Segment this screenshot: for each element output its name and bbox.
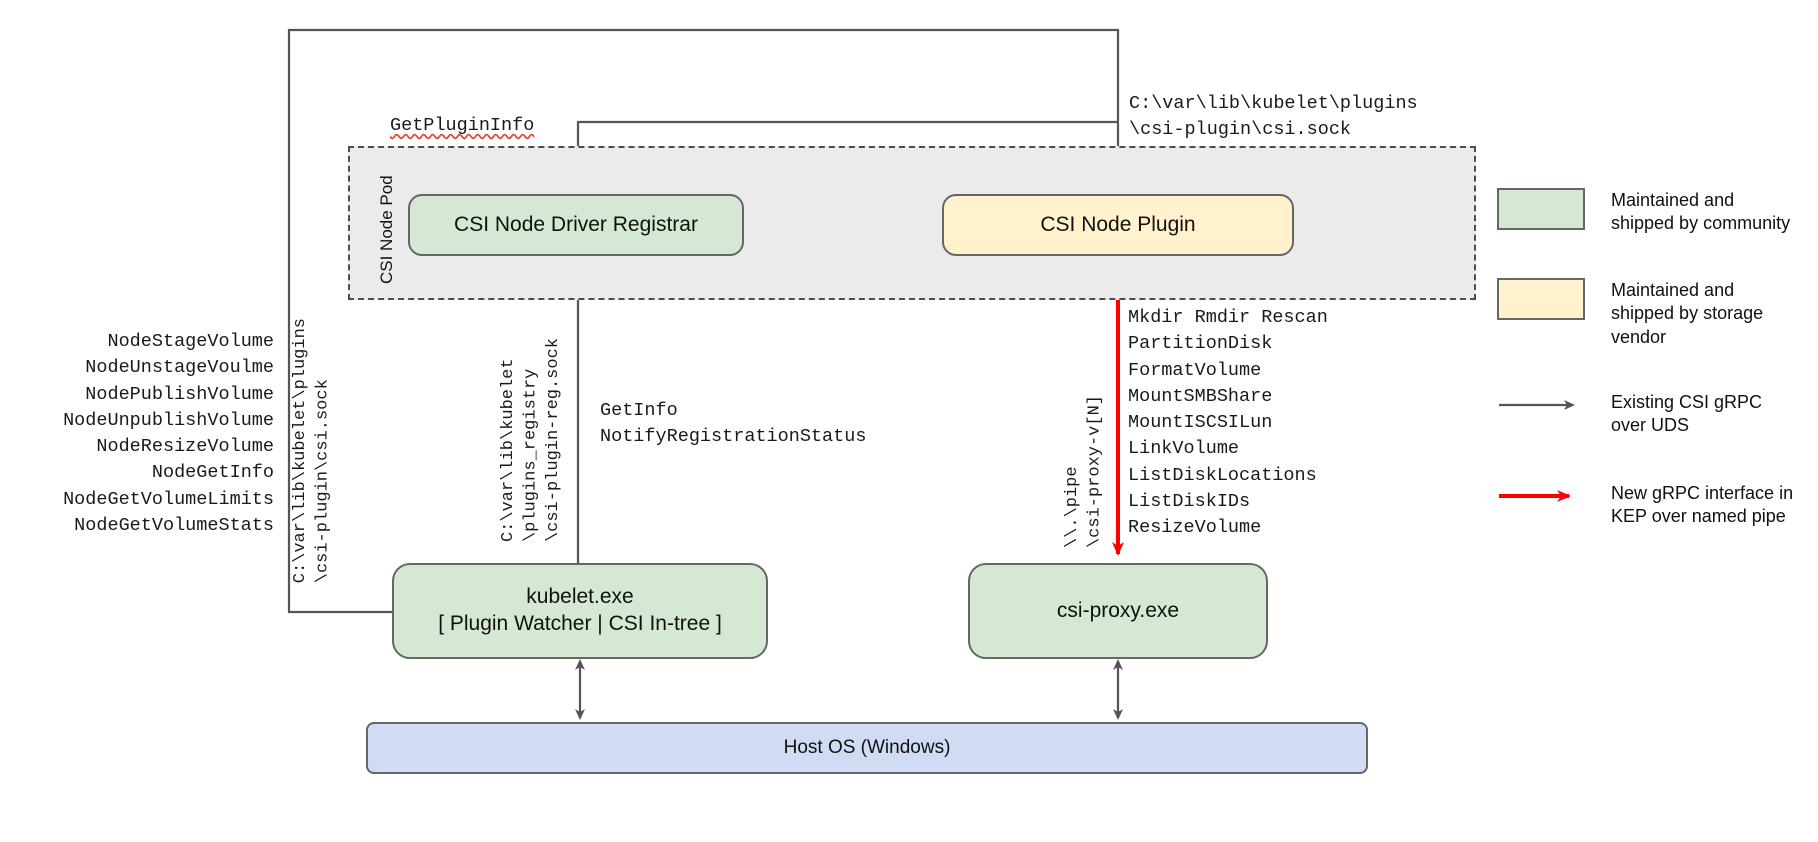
node-host-os[interactable]: Host OS (Windows) bbox=[366, 722, 1368, 774]
label-csi-sock-path: C:\var\lib\kubelet\plugins \csi-plugin\c… bbox=[1129, 93, 1418, 141]
legend-swatch-green bbox=[1497, 188, 1585, 230]
legend-label: New gRPC interface in KEP over named pip… bbox=[1611, 482, 1794, 527]
node-label: Host OS (Windows) bbox=[783, 736, 951, 758]
wire-kubelet-to-node-plugin bbox=[287, 28, 1123, 614]
node-csi-proxy-exe[interactable]: csi-proxy.exe bbox=[968, 563, 1268, 659]
legend-arrow-grey-icon bbox=[1497, 391, 1585, 433]
label-plugins-registry-uds-path: C:\var\lib\kubelet \plugins_registry \cs… bbox=[499, 338, 563, 543]
legend-label: Existing CSI gRPC over UDS bbox=[1611, 391, 1763, 436]
legend-item-storage-vendor: Maintained and shipped by storage vendor bbox=[1497, 277, 1797, 349]
node-label: CSI Node Plugin bbox=[1040, 212, 1196, 236]
legend-label: Maintained and shipped by community bbox=[1611, 190, 1791, 234]
label-get-plugin-info: GetPluginInfo bbox=[390, 115, 535, 136]
node-label: CSI Node Driver Registrar bbox=[454, 212, 698, 236]
node-label-line1: kubelet.exe bbox=[526, 585, 634, 609]
node-csi-node-driver-registrar[interactable]: CSI Node Driver Registrar bbox=[408, 194, 744, 256]
node-label-line2: [ Plugin Watcher | CSI In-tree ] bbox=[438, 612, 722, 635]
node-kubelet-exe[interactable]: kubelet.exe [ Plugin Watcher | CSI In-tr… bbox=[392, 563, 768, 659]
csi-node-pod-label: CSI Node Pod bbox=[377, 175, 396, 285]
node-csi-node-plugin[interactable]: CSI Node Plugin bbox=[942, 194, 1294, 256]
legend-swatch-yellow bbox=[1497, 277, 1585, 320]
legend-label: Maintained and shipped by storage vendor bbox=[1611, 279, 1764, 347]
legend-item-existing-csi-grpc: Existing CSI gRPC over UDS bbox=[1497, 391, 1797, 438]
label-node-service-calls: NodeStageVolume NodeUnstageVoulme NodePu… bbox=[63, 331, 274, 536]
label-registrar-calls: GetInfo NotifyRegistrationStatus bbox=[600, 400, 867, 448]
legend-arrow-red-icon bbox=[1497, 482, 1585, 524]
legend: Maintained and shipped by community Main… bbox=[1497, 188, 1797, 573]
node-label: csi-proxy.exe bbox=[1056, 598, 1180, 622]
label-named-pipe-path: \\.\pipe \csi-proxy-v[N] bbox=[1063, 395, 1105, 549]
label-kubelet-plugins-uds-path: C:\var\lib\kubelet\plugins \csi-plugin\c… bbox=[291, 318, 333, 584]
legend-item-community: Maintained and shipped by community bbox=[1497, 188, 1797, 236]
label-csi-proxy-api: Mkdir Rmdir Rescan PartitionDisk FormatV… bbox=[1128, 307, 1328, 539]
legend-item-new-grpc-named-pipe: New gRPC interface in KEP over named pip… bbox=[1497, 482, 1797, 529]
